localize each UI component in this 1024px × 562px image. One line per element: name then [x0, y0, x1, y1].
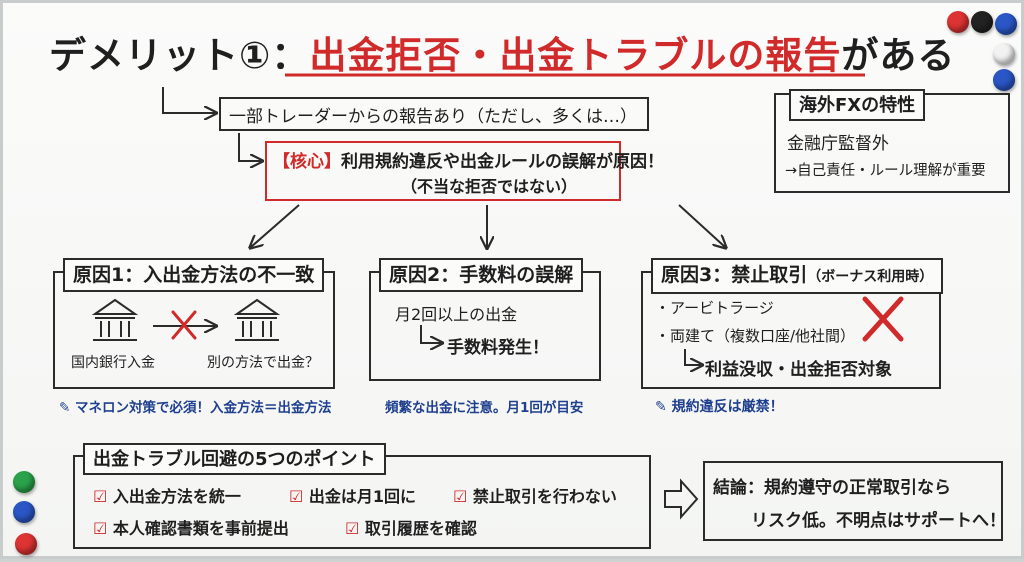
core-line1: 【核心】利用規約違反や出金ルールの誤解が原因！ — [273, 147, 664, 172]
fx-traits-title: 海外FXの特性 — [789, 89, 926, 121]
checkbox-icon: ☑ — [345, 519, 365, 538]
edit-icon: ✎ — [655, 399, 672, 415]
checkbox-icon: ☑ — [453, 487, 473, 506]
point-item-4: 本人確認書類を事前提出 — [112, 519, 289, 538]
cross-icon — [171, 310, 197, 340]
point-item: ☑ 禁止取引を行わない — [453, 483, 617, 507]
magnet — [13, 501, 35, 523]
cause2-note: 頻繁な出金に注意。月1回が目安 — [385, 400, 584, 416]
conclusion-box — [703, 461, 1003, 541]
cause3-item1: ・アービトラージ — [655, 299, 774, 317]
core-tag: 【核心】 — [273, 152, 341, 172]
points-title: 出金トラブル回避の5つのポイント — [83, 443, 386, 475]
cause2-line2: 手数料発生！ — [447, 338, 549, 358]
point-item: ☑ 出金は月1回に — [289, 483, 416, 507]
cause3-note: ✎ 規約違反は厳禁！ — [655, 396, 784, 416]
magnet — [13, 471, 35, 493]
board-drawings — [91, 73, 904, 520]
report-box — [219, 97, 649, 131]
magnet — [971, 11, 993, 33]
point-item-3: 禁止取引を行わない — [472, 487, 617, 506]
cause3-result: 利益没収・出金拒否対象 — [705, 360, 892, 380]
hook-arrow — [684, 349, 701, 365]
cause2-title: 原因2：手数料の誤解 — [379, 258, 584, 292]
conclusion-line2: リスク低。不明点はサポートへ！ — [751, 511, 1006, 531]
checkbox-icon: ☑ — [93, 519, 113, 538]
checkbox-icon: ☑ — [93, 487, 113, 506]
cause2-line1: 月2回以上の出金 — [395, 305, 518, 324]
cause3-title-text: 原因3：禁止取引 — [661, 264, 808, 286]
core-box — [265, 141, 621, 201]
cause3-note-text: 規約違反は厳禁！ — [671, 399, 784, 415]
core-line2: （不当な拒否ではない） — [401, 177, 578, 196]
branch-arrow — [678, 204, 725, 247]
edit-icon: ✎ — [59, 400, 76, 416]
bank-icon — [91, 298, 139, 341]
branch-arrow — [251, 204, 300, 247]
point-item-5: 取引履歴を確認 — [364, 519, 477, 538]
title-suffix: がある — [841, 34, 956, 77]
bank-icon — [233, 298, 281, 341]
cause3-item2: ・両建て（複数口座/他社間） — [655, 327, 856, 345]
hook-arrow — [420, 325, 441, 343]
cause1-note-text: マネロン対策で必須！入金方法＝出金方法 — [75, 400, 332, 416]
magnet — [995, 13, 1017, 35]
conclusion-arrow — [664, 478, 699, 520]
checkbox-icon: ☑ — [289, 487, 309, 506]
page-title: デメリット①：出金拒否・出金トラブルの報告がある — [49, 25, 955, 79]
point-item-2: 出金は月1回に — [308, 487, 417, 506]
point-item-1: 入出金方法を統一 — [112, 487, 241, 506]
conclusion-line1: 結論：規約遵守の正常取引なら — [713, 478, 951, 498]
core-line1-text: 利用規約違反や出金ルールの誤解が原因！ — [341, 152, 664, 172]
connector-arrow — [238, 133, 261, 161]
cause3-title: 原因3：禁止取引（ボーナス利用時） — [651, 258, 944, 294]
point-item: ☑ 入出金方法を統一 — [93, 483, 241, 507]
title-highlight: 出金拒否・出金トラブルの報告 — [309, 34, 842, 77]
cause3-title-small: （ボーナス利用時） — [807, 269, 934, 285]
fx-traits-line1: 金融庁監督外 — [787, 134, 889, 154]
cause1-note: ✎ マネロン対策で必須！入金方法＝出金方法 — [59, 396, 332, 416]
fx-traits-line2: →自己責任・ルール理解が重要 — [785, 163, 986, 179]
connector-arrow — [162, 87, 215, 113]
cause1-right-label: 別の方法で出金？ — [207, 355, 319, 371]
report-text: 一部トレーダーからの報告あり（ただし、多くは…） — [229, 107, 637, 127]
cause1-title: 原因1：入出金方法の不一致 — [63, 258, 325, 292]
point-item: ☑ 本人確認書類を事前提出 — [93, 515, 289, 539]
point-item: ☑ 取引履歴を確認 — [345, 515, 477, 539]
cross-icon — [862, 296, 904, 342]
magnet — [993, 69, 1015, 91]
magnet — [947, 11, 969, 33]
magnet — [15, 533, 37, 555]
cause1-left-label: 国内銀行入金 — [71, 355, 155, 371]
magnet — [993, 43, 1015, 65]
title-prefix: デメリット①： — [49, 34, 310, 77]
